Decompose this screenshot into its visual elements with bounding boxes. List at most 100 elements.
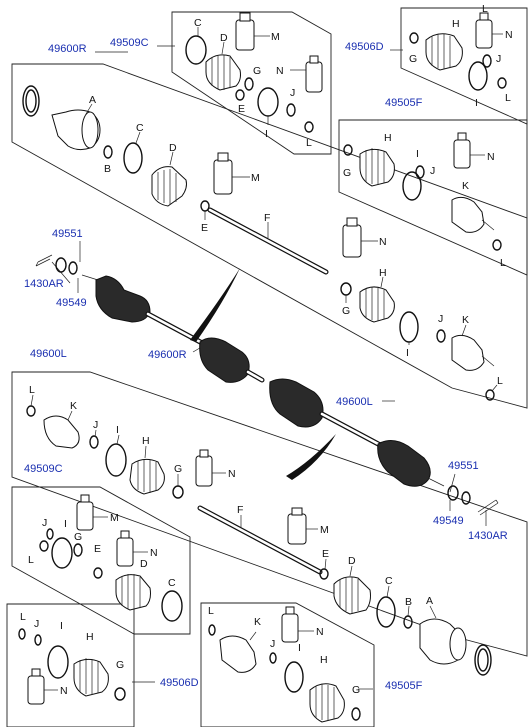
cotter-pin-left xyxy=(35,254,53,267)
callout-L-kit2b: L xyxy=(505,92,511,104)
boot-clamp-C-lower xyxy=(376,596,396,628)
frame-49505F-top xyxy=(338,119,528,276)
part-number-labels: 49600R 49509C 49506D 49505F 49551 1430AR… xyxy=(24,37,508,692)
kit-ring-L xyxy=(304,121,314,133)
callout-J-upper: J xyxy=(438,313,443,325)
callout-N-lower: N xyxy=(228,468,236,480)
kit-clamp-I-2 xyxy=(468,61,488,91)
callout-M-kit1: M xyxy=(271,31,280,43)
callout-N-kit4: N xyxy=(150,547,158,559)
part-number-49549-right: 49549 xyxy=(433,515,464,527)
break-mark-bottom xyxy=(286,434,336,480)
callout-L-kit5: L xyxy=(20,611,26,623)
outer-boot-assembled-right xyxy=(95,275,151,323)
grease-tube-N-lower xyxy=(195,455,213,487)
kit-joint-K-3 xyxy=(451,196,485,233)
callout-N-kit6: N xyxy=(316,626,324,638)
callout-I-upper: I xyxy=(406,347,409,359)
callout-I-kit6: I xyxy=(298,642,301,654)
callout-C-kit4: C xyxy=(168,577,176,589)
grease-tube-M-lower xyxy=(287,513,307,545)
kit-49506D-top-parts xyxy=(409,12,507,91)
letter-callouts: A B C D M E F N G H I J K L C D M G N E … xyxy=(20,3,513,697)
part-number-49509C-bottom: 49509C xyxy=(24,463,63,475)
kit-frames xyxy=(6,7,528,727)
kit-clamp-C xyxy=(185,35,207,65)
kit-tube-N-b xyxy=(116,537,134,567)
part-number-49551-left: 49551 xyxy=(52,228,83,240)
frame-49509C-top xyxy=(171,11,332,155)
kit-49505F-top-parts xyxy=(343,132,502,251)
kit-ring-J-d xyxy=(269,652,277,664)
callout-H-kit6: H xyxy=(320,654,328,666)
part-number-49600L-mid: 49600L xyxy=(336,396,373,408)
callout-F-lower: F xyxy=(237,504,243,516)
callout-K-upper: K xyxy=(462,314,469,326)
callout-L-kit1: L xyxy=(306,137,312,149)
part-number-49600L-left: 49600L xyxy=(30,348,67,360)
cotter-pin-right xyxy=(477,499,499,516)
hub-nut-left xyxy=(55,257,67,273)
callout-E-lower: E xyxy=(322,548,329,560)
callout-C-lower: C xyxy=(385,575,393,587)
callout-N-kit2: N xyxy=(505,29,513,41)
callout-G-kit3: G xyxy=(343,167,351,179)
inner-boot-assembled-left xyxy=(269,378,324,428)
callout-J-kit4: J xyxy=(42,517,47,529)
washer-B xyxy=(103,145,113,159)
inner-joint-K xyxy=(451,334,485,371)
callout-H-kit5: H xyxy=(86,631,94,643)
part-number-49551-right: 49551 xyxy=(448,460,479,472)
callout-M-kit4: M xyxy=(110,512,119,524)
kit-clamp-I-c xyxy=(47,645,69,679)
kit-ring-G-small xyxy=(409,32,419,44)
kit-ring-L-b xyxy=(39,540,49,552)
callout-C-kit1: C xyxy=(194,17,202,29)
callout-D-upper: D xyxy=(169,142,177,154)
kit-ring-G-c xyxy=(114,687,126,701)
kit-tube-M xyxy=(235,19,255,51)
callout-A-lower: A xyxy=(426,595,433,607)
callout-J-kit2: J xyxy=(496,53,501,65)
callout-E-kit4: E xyxy=(94,543,101,555)
callout-K-kit3: K xyxy=(462,180,469,192)
callout-I-lower: I xyxy=(116,424,119,436)
callout-B-upper: B xyxy=(104,163,111,175)
washer-B-lower xyxy=(403,615,413,629)
callout-D-kit4: D xyxy=(140,558,148,570)
callout-N-kit1: N xyxy=(276,65,284,77)
kit-49506D-bottom-parts xyxy=(18,628,126,705)
kit-ring-J-c xyxy=(34,634,42,646)
shaft-F xyxy=(208,208,328,274)
callout-N-kit5: N xyxy=(60,685,68,697)
ring-G xyxy=(340,282,352,296)
right-shaft-parts xyxy=(22,85,498,401)
callout-L-lower: L xyxy=(29,384,35,396)
frame-49600L xyxy=(11,371,528,657)
kit-boot-D-b xyxy=(115,574,151,611)
boot-H xyxy=(359,286,395,323)
callout-H-lower: H xyxy=(142,435,150,447)
abs-tone-ring xyxy=(22,85,40,117)
kit-joint-K-d xyxy=(219,635,257,673)
callout-I-kit1: I xyxy=(265,128,268,140)
kit-boot-H-3 xyxy=(359,148,395,187)
part-number-49506D-top: 49506D xyxy=(345,41,384,53)
kit-tube-N xyxy=(305,61,323,93)
callout-I-kit3: I xyxy=(416,148,419,160)
kit-clamp-I-d xyxy=(284,661,304,693)
callout-I-kit4: I xyxy=(64,518,67,530)
part-number-49600R-mid: 49600R xyxy=(148,349,187,361)
callout-L-kit4: L xyxy=(28,554,34,566)
shaft-F-lower xyxy=(198,506,322,574)
washer-right xyxy=(461,491,471,505)
ring-L-lower xyxy=(26,405,36,417)
callout-I-kit5: I xyxy=(60,620,63,632)
callout-H-upper: H xyxy=(379,267,387,279)
snap-ring-E-lower xyxy=(319,568,329,580)
kit-tube-N-3 xyxy=(453,139,471,169)
part-number-49505F-bottom: 49505F xyxy=(385,680,423,692)
callout-F-upper: F xyxy=(264,212,270,224)
callout-J-kit6: J xyxy=(270,638,275,650)
